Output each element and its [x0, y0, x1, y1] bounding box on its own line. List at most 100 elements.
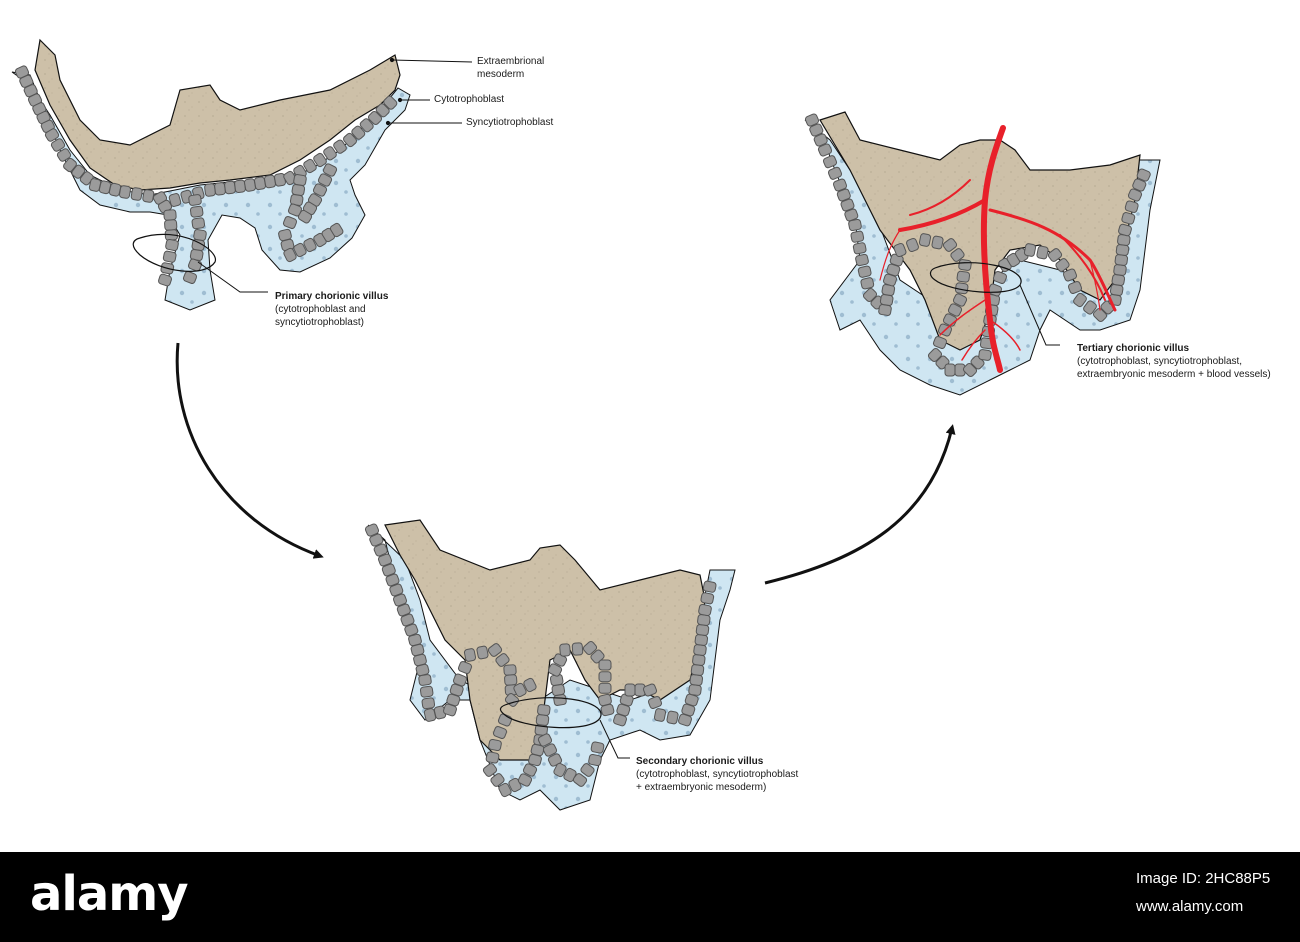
cytotrophoblast-cell — [616, 703, 631, 717]
label-syncytiotrophoblast: Syncytiotrophoblast — [466, 116, 553, 129]
cytotrophoblast-cell — [1136, 168, 1151, 182]
cytotrophoblast-cell — [418, 674, 432, 686]
cytotrophoblast-cell — [446, 693, 461, 707]
cytotrophoblast-cell — [396, 603, 411, 617]
cytotrophoblast-cell — [313, 152, 327, 168]
cytotrophoblast-cell — [559, 643, 571, 657]
cytotrophoblast-cell — [978, 349, 992, 361]
cytotrophoblast-cell — [297, 209, 313, 224]
cytotrophoblast-cell — [954, 282, 969, 295]
secondary-cytotrophoblast-cells — [364, 523, 717, 798]
cytotrophoblast-cell — [1118, 223, 1132, 237]
cytotrophoblast-cell — [158, 273, 172, 287]
cytotrophoblast-cell — [681, 703, 696, 717]
cytotrophoblast-cell — [857, 265, 872, 278]
cytotrophoblast-cell — [400, 613, 415, 627]
cytotrophoblast-cell — [1055, 258, 1070, 272]
cytotrophoblast-cell — [1115, 244, 1130, 256]
cytotrophoblast-cell — [404, 623, 419, 637]
cytotrophoblast-cell — [927, 347, 943, 363]
tertiary-leader-line — [1019, 284, 1060, 346]
cytotrophoblast-cell — [323, 146, 337, 161]
cytotrophoblast-cell — [482, 763, 498, 777]
cytotrophoblast-cell — [522, 763, 538, 777]
cytotrophoblast-cell — [182, 271, 198, 284]
cytotrophoblast-cell — [642, 683, 658, 697]
label-tertiary-villus: Tertiary chorionic villus (cytotrophobla… — [1077, 342, 1271, 381]
cytotrophoblast-cell — [1023, 243, 1037, 257]
cytotrophoblast-cell — [571, 642, 584, 656]
label-primary-line2: syncytiotrophoblast) — [275, 317, 364, 328]
cytotrophoblast-cell — [162, 250, 177, 263]
cytotrophoblast-cell — [992, 271, 1008, 284]
diagram-canvas: Extraembrional mesoderm Cytotrophoblast … — [11, 38, 1271, 811]
cytotrophoblast-cell — [678, 713, 692, 727]
diagram-svg — [11, 38, 1161, 811]
cytotrophoblast-cell — [351, 125, 366, 140]
cytotrophoblast-cell — [906, 237, 919, 253]
cytotrophoblast-cell — [582, 641, 598, 655]
cytotrophoblast-cell — [503, 664, 517, 676]
label-secondary-line2: + extraembryonic mesoderm) — [636, 782, 767, 793]
cytotrophoblast-cell — [952, 293, 968, 307]
cytotrophoblast-cell — [329, 222, 344, 238]
cytotrophoblast-cell — [443, 703, 457, 717]
cytotrophoblast-cell — [950, 248, 965, 262]
cytotrophoblast-cell — [1124, 200, 1139, 213]
cytotrophoblast-cell — [485, 751, 500, 764]
cytotrophoblast-cell — [580, 763, 595, 777]
cytotrophoblast-cell — [542, 743, 558, 757]
cytotrophoblast-cell — [844, 208, 859, 222]
cytotrophoblast-cell — [383, 95, 398, 110]
cytotrophoblast-cell — [958, 259, 972, 271]
cytotrophoblast-cell — [590, 741, 605, 754]
tertiary-villus-outline — [929, 262, 1022, 293]
label-secondary-villus: Secondary chorionic villus (cytotrophobl… — [636, 755, 798, 794]
cytotrophoblast-cell — [553, 762, 567, 778]
watermark-footer: alamy Image ID: 2HC88P5 www.alamy.com — [0, 852, 1300, 942]
cytotrophoblast-cell — [1073, 292, 1087, 308]
cytotrophoblast-cell — [367, 110, 383, 126]
cytotrophoblast-cell — [63, 157, 77, 173]
site-url-text: www.alamy.com — [1136, 898, 1244, 915]
cytotrophoblast-cell — [452, 673, 468, 687]
cytotrophoblast-cell — [1036, 245, 1049, 260]
cytotrophoblast-cell — [189, 205, 204, 218]
cytotrophoblast-cell — [827, 166, 843, 180]
arrow-primary-to-secondary — [175, 342, 324, 559]
cytotrophoblast-cell — [666, 710, 679, 725]
cytotrophoblast-cell — [490, 773, 505, 787]
cytotrophoblast-cell — [224, 180, 236, 195]
cytotrophoblast-cell — [130, 187, 143, 201]
arrow-secondary-to-tertiary — [764, 424, 956, 585]
label-secondary-line1: (cytotrophoblast, syncytiotrophoblast — [636, 769, 799, 780]
cytotrophoblast-cell — [1127, 188, 1143, 202]
cytotrophoblast-cell — [71, 164, 86, 179]
cytotrophoblast-cell — [613, 713, 627, 727]
label-primary-villus: Primary chorionic villus (cytotrophoblas… — [275, 290, 388, 329]
top-label-leaders — [385, 57, 473, 126]
cytotrophoblast-cell — [204, 183, 216, 197]
primary-cytotrophoblast-cells — [14, 65, 398, 287]
cytotrophoblast-cell — [312, 183, 328, 197]
cytotrophoblast-cell — [600, 703, 615, 717]
cytotrophoblast-cell — [421, 697, 436, 710]
secondary-villus-outline — [499, 697, 602, 729]
cytotrophoblast-cell — [832, 178, 848, 192]
cytotrophoblast-cell — [191, 217, 206, 230]
cytotrophoblast-cell — [537, 704, 551, 716]
cytotrophoblast-cell — [822, 155, 838, 169]
cytotrophoblast-cell — [492, 726, 508, 739]
cytotrophoblast-cell — [333, 139, 347, 154]
cytotrophoblast-cell — [168, 193, 182, 207]
cytotrophoblast-cell — [389, 583, 404, 597]
cytotrophoblast-cell — [119, 185, 131, 199]
label-extraembrional-line2: mesoderm — [477, 69, 525, 80]
label-cytotrophoblast-text: Cytotrophoblast — [434, 94, 505, 105]
secondary-leader-line — [599, 719, 630, 759]
cytotrophoblast-cell — [364, 523, 380, 537]
cytotrophoblast-cell — [804, 113, 820, 127]
cytotrophoblast-cell — [813, 133, 828, 147]
label-tertiary-line2: extraembryonic mesoderm + blood vessels) — [1077, 369, 1271, 380]
cytotrophoblast-cell — [692, 654, 706, 666]
